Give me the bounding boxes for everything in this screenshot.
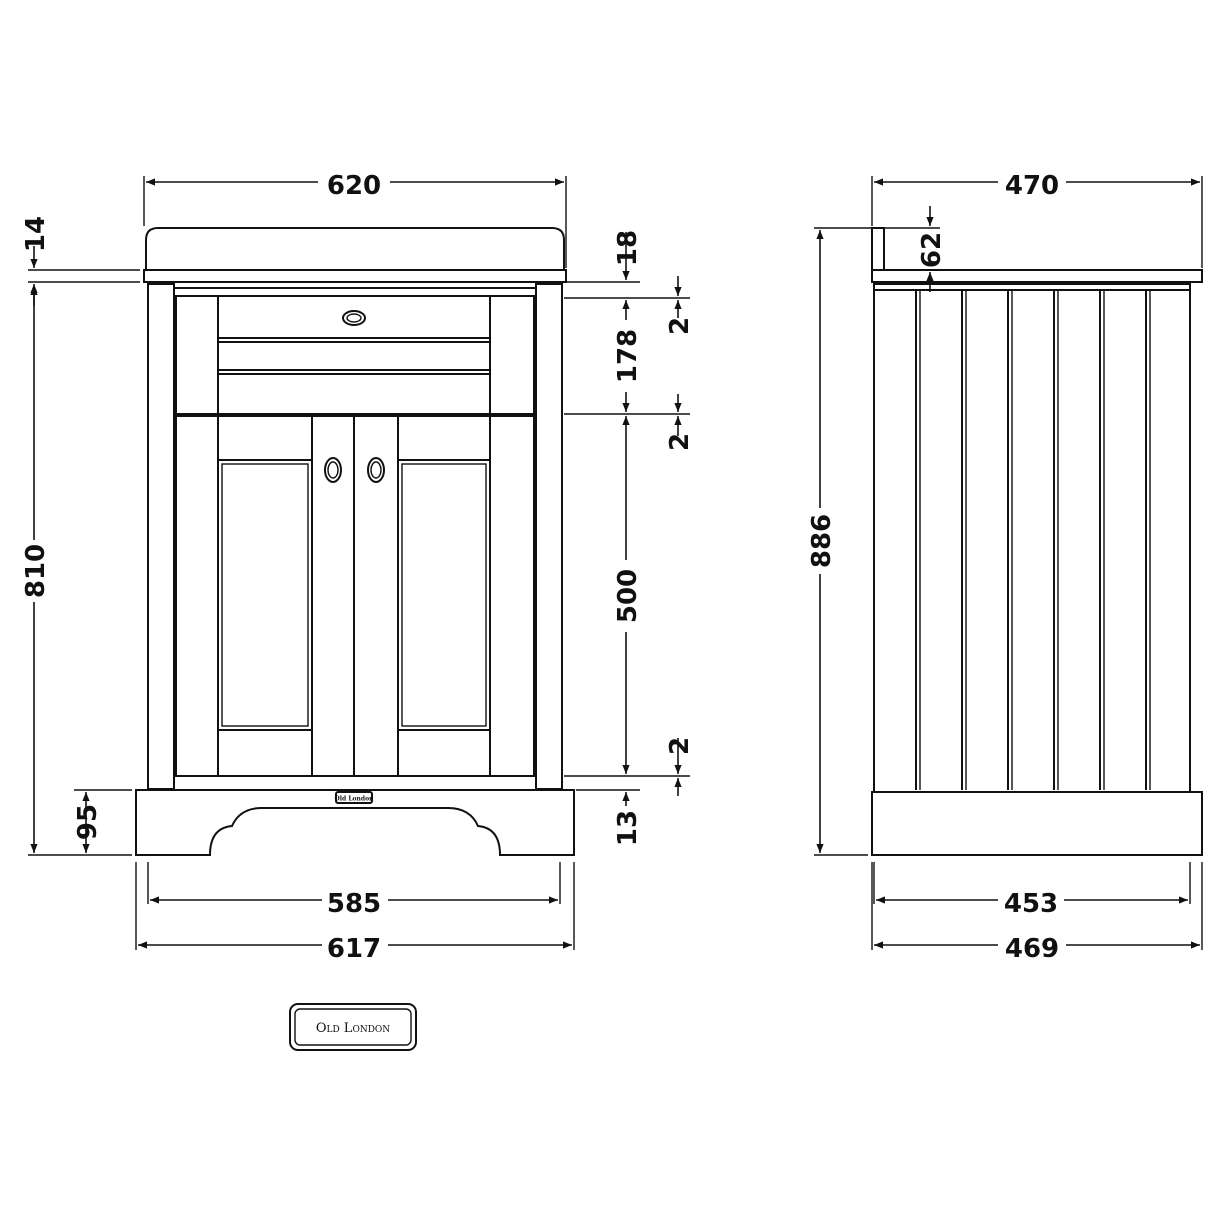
dim-width-620: 620 (327, 171, 381, 201)
dim-gap-bottom-2: 2 (665, 737, 695, 755)
dim-inner-width-585: 585 (327, 889, 381, 919)
dim-top-thickness-14: 14 (21, 216, 51, 252)
plinth (135, 789, 575, 856)
dim-height-810: 810 (21, 544, 51, 598)
dim-inner-depth-453: 453 (1004, 889, 1058, 919)
side-panel-grooves (915, 290, 1151, 790)
right-door-handle-icon (367, 457, 385, 483)
dim-worktop-18: 18 (613, 230, 643, 266)
dim-drawer-178: 178 (613, 329, 643, 383)
dim-plinth-height-95: 95 (73, 804, 103, 840)
worktop (143, 269, 567, 283)
side-dimensions: 470 62 886 453 469 (807, 171, 1203, 964)
dim-plinth-depth-469: 469 (1005, 934, 1059, 964)
left-door-panel (217, 459, 313, 731)
left-door-handle-icon (324, 457, 342, 483)
dim-upstand-62: 62 (917, 232, 947, 268)
front-dimensions: 620 14 810 95 18 178 500 13 (21, 171, 695, 964)
dim-side-height-886: 886 (807, 514, 837, 568)
dim-plinth-gap-13: 13 (613, 810, 643, 846)
dim-depth-470: 470 (1005, 171, 1059, 201)
plinth-badge-text: Old London (335, 796, 375, 803)
side-plinth (871, 791, 1203, 856)
right-door-panel (397, 459, 491, 731)
drawer-handle-icon (342, 310, 366, 326)
front-view: Old London (135, 227, 575, 856)
side-upstand (871, 227, 885, 271)
dim-plinth-width-617: 617 (327, 934, 381, 964)
dim-gap-middle-2: 2 (665, 433, 695, 451)
old-london-logo: Old London (289, 1003, 417, 1051)
basin-upstand (145, 227, 565, 270)
carcass-left-post (147, 283, 175, 790)
side-worktop (871, 269, 1203, 283)
logo-text: Old London (316, 1021, 390, 1036)
dim-door-500: 500 (613, 569, 643, 623)
side-view (871, 227, 1203, 856)
carcass-right-post (535, 283, 563, 790)
dim-gap-top-2: 2 (665, 317, 695, 335)
side-panel (873, 283, 1191, 793)
plinth-badge (335, 791, 373, 804)
